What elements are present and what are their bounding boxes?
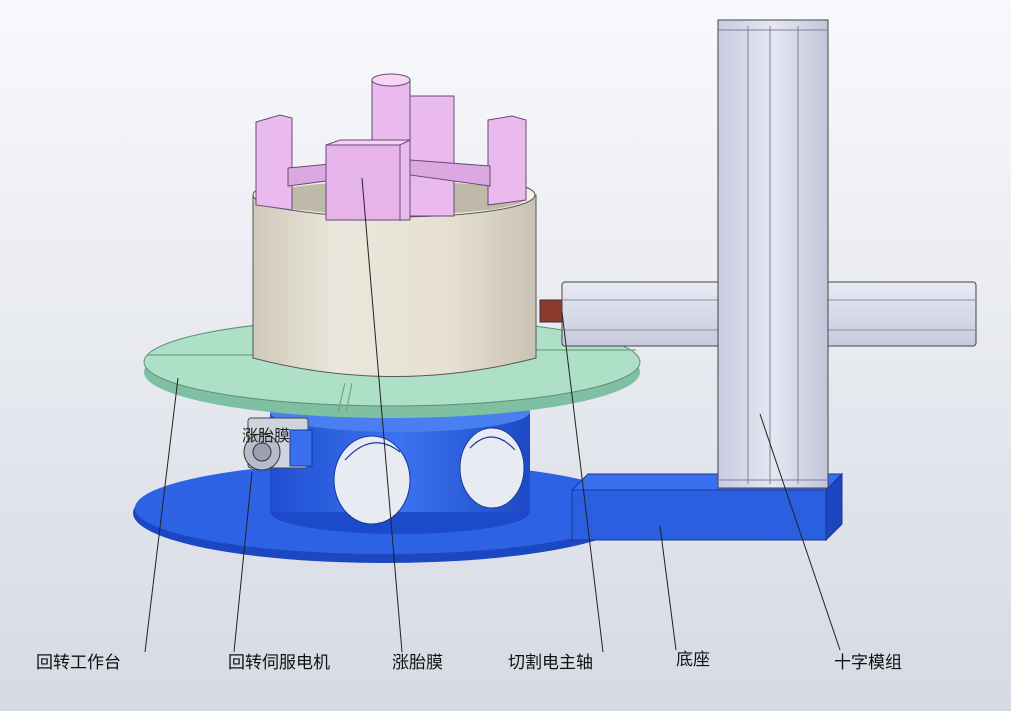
servo-motor	[243, 417, 313, 471]
label-cutting-spindle: 切割电主轴	[508, 653, 593, 673]
base-arm	[570, 472, 844, 542]
label-rotary-table: 回转工作台	[36, 653, 121, 673]
label-cross-module: 十字模组	[834, 653, 902, 673]
label-servo-motor: 回转伺服电机	[228, 653, 330, 673]
leader-lines	[144, 177, 841, 653]
label-base: 底座	[676, 650, 710, 670]
label-expansion-membrane: 涨胎膜	[392, 653, 443, 673]
motor-overlay-label: 涨胎膜	[242, 426, 291, 445]
pink-fixtures	[255, 73, 527, 221]
spindle-connector	[539, 299, 565, 323]
vertical-rail	[717, 19, 829, 489]
